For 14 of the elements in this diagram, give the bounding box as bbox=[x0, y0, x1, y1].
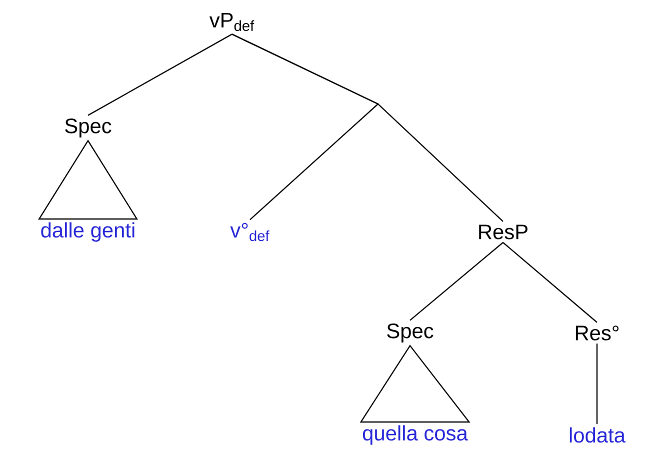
category-label: Spec bbox=[65, 118, 112, 138]
leaf-word: quella cosa bbox=[362, 425, 468, 445]
category-label: Res° bbox=[576, 326, 619, 340]
tree-branch bbox=[410, 242, 504, 321]
leaf-word: dalle genti bbox=[41, 222, 134, 242]
category-label: ResP bbox=[479, 224, 528, 240]
leaf-word: lodata bbox=[570, 427, 626, 443]
tree-branch bbox=[88, 34, 232, 116]
tree-branch bbox=[232, 34, 504, 222]
category-label: vP$_{def}$ bbox=[209, 12, 254, 31]
tree-branch bbox=[596, 344, 598, 424]
leaf-word: v°$_{def}$ bbox=[230, 222, 270, 242]
tree-branch bbox=[502, 242, 598, 323]
category-label: Spec bbox=[387, 324, 434, 342]
